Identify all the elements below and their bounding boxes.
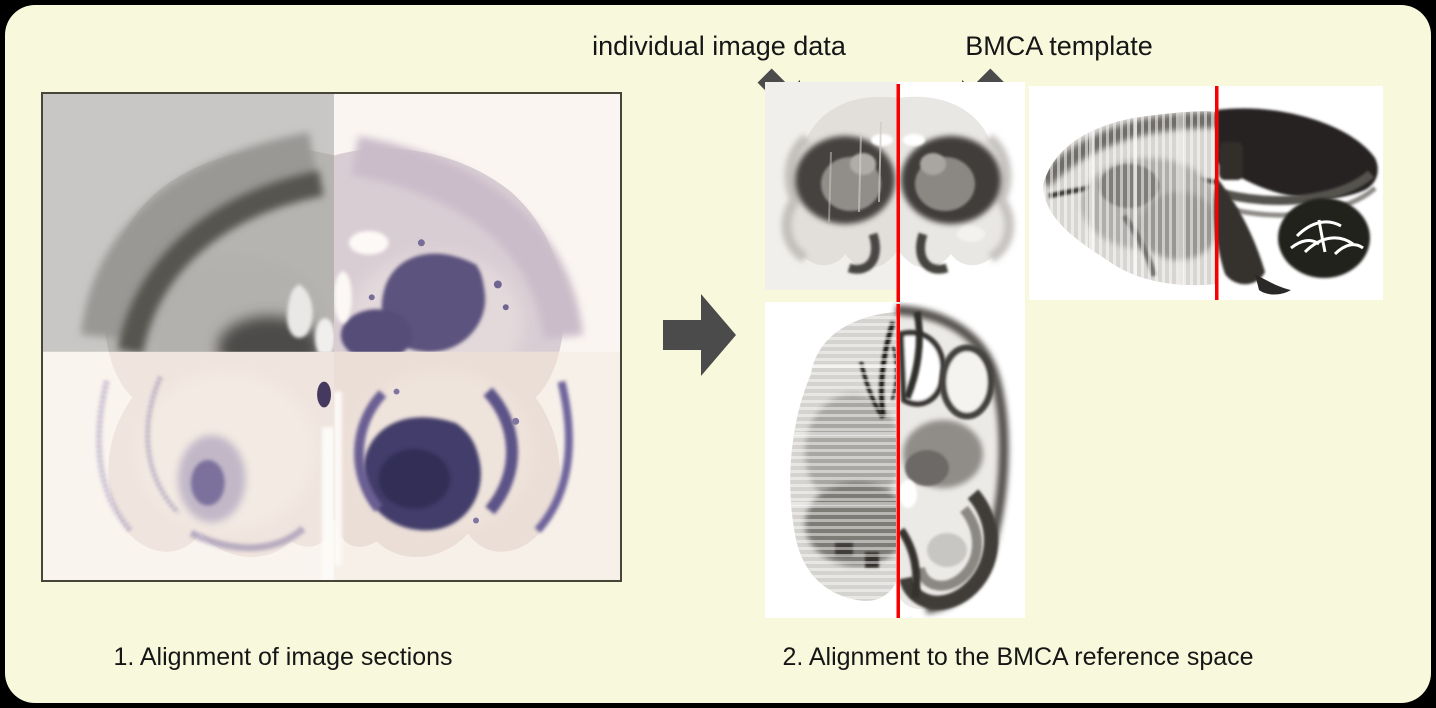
step1-caption: 1. Alignment of image sections <box>113 643 453 671</box>
sagittal-overlay-figure <box>1029 86 1383 300</box>
horizontal-template-half <box>895 305 1009 614</box>
montage-grayscale-section <box>43 94 334 352</box>
montage-pale-section <box>43 351 334 580</box>
step2-caption: 2. Alignment to the BMCA reference space <box>782 643 1254 671</box>
coronal-overlay-figure <box>765 82 1025 302</box>
individual-image-data-label: individual image data <box>592 31 846 61</box>
sagittal-template-half <box>1214 108 1378 295</box>
arrow-right-icon <box>663 294 736 376</box>
section-montage-figure <box>41 92 622 582</box>
horizontal-individual-half <box>790 312 897 601</box>
coronal-overlay-image <box>765 82 1025 302</box>
montage-dark-purple-section <box>333 351 620 580</box>
coronal-template-half <box>898 96 1015 274</box>
horizontal-overlay-figure <box>765 302 1025 618</box>
coronal-individual-half <box>781 96 898 274</box>
montage-purple-section <box>333 94 620 352</box>
sagittal-overlay-image <box>1029 86 1383 300</box>
section-montage-image <box>43 94 620 580</box>
alignment-line <box>1215 86 1219 300</box>
alignment-line <box>896 84 900 302</box>
horizontal-overlay-image <box>765 302 1025 618</box>
bmca-template-label: BMCA template <box>965 31 1153 61</box>
alignment-line <box>896 304 900 618</box>
